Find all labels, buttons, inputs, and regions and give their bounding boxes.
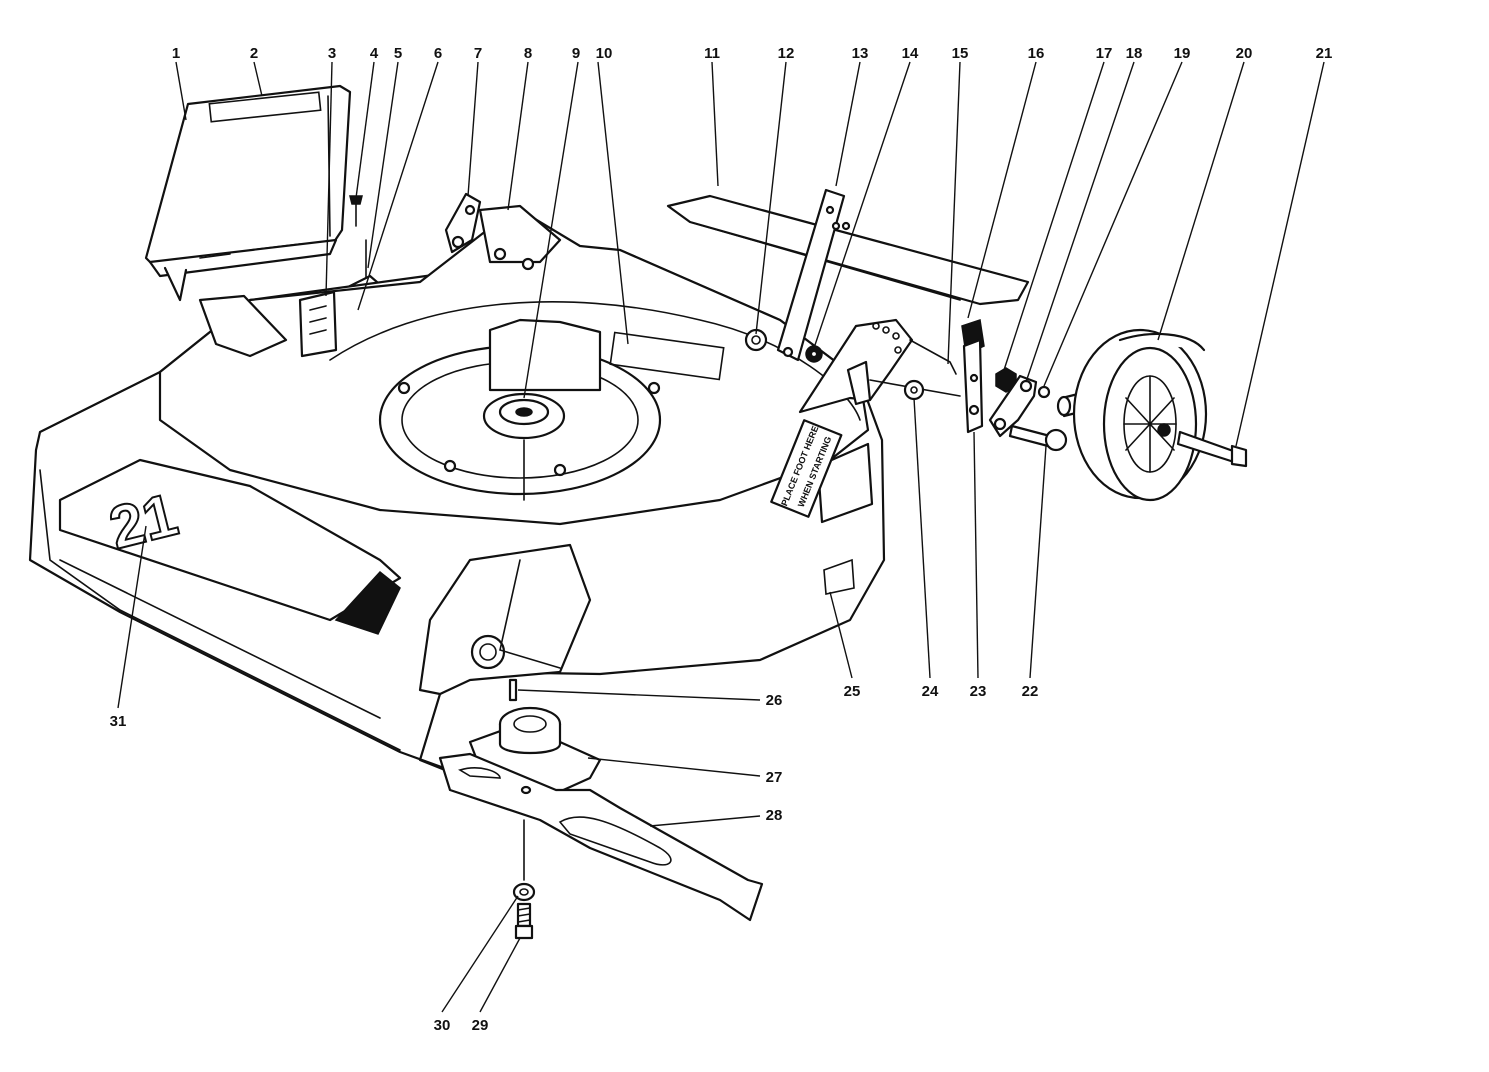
callout-6: 6: [434, 45, 442, 62]
chute-deflector: [144, 84, 352, 302]
callout-13: 13: [852, 45, 869, 62]
callout-16: 16: [1028, 45, 1045, 62]
axle-bracket: [988, 374, 1038, 438]
callout-26: 26: [766, 692, 783, 709]
callout-3: 3: [328, 45, 336, 62]
handle-bracket: [776, 188, 851, 362]
rear-bracket: [444, 192, 482, 254]
callout-17: 17: [1096, 45, 1113, 62]
callout-25: 25: [844, 683, 861, 700]
callout-14: 14: [902, 45, 919, 62]
callout-30: 30: [434, 1017, 451, 1034]
callout-27: 27: [766, 769, 783, 786]
callout-22: 22: [1022, 683, 1039, 700]
blade-bolt-and-washer: [512, 819, 536, 940]
callout-5: 5: [394, 45, 402, 62]
mower-blade: [438, 752, 764, 922]
callout-10: 10: [596, 45, 613, 62]
callout-20: 20: [1236, 45, 1253, 62]
callout-12: 12: [778, 45, 795, 62]
callout-18: 18: [1126, 45, 1143, 62]
callout-29: 29: [472, 1017, 489, 1034]
callout-28: 28: [766, 807, 783, 824]
callout-4: 4: [370, 45, 379, 62]
roll-pin: [508, 678, 518, 702]
spacer-washer: [805, 345, 823, 363]
adjuster-plate: [962, 338, 984, 434]
callout-24: 24: [922, 683, 939, 700]
callout-7: 7: [474, 45, 482, 62]
leader-lines: [117, 61, 1325, 1013]
screw-and-pin: [349, 195, 367, 279]
flat-washer: [903, 379, 925, 401]
wheel: [1072, 328, 1208, 502]
callout-2: 2: [250, 45, 258, 62]
callout-19: 19: [1174, 45, 1191, 62]
mower-deck: PLACE FOOT HERE WHEN STARTING 21: [28, 204, 886, 812]
wheel-bolt: [1176, 430, 1248, 468]
rear-shield: [666, 194, 1030, 306]
callout-15: 15: [952, 45, 969, 62]
callout-9: 9: [572, 45, 580, 62]
callout-11: 11: [704, 45, 720, 62]
axle-bolt: [1008, 424, 1068, 452]
callout-numbers: 1 2 3 4 5 6 7 8 9 10 11 12 13 14 15 16 1…: [110, 45, 1333, 1034]
callout-31: 31: [110, 713, 127, 730]
callout-8: 8: [524, 45, 532, 62]
axle-washer: [1037, 385, 1051, 399]
callout-23: 23: [970, 683, 987, 700]
callout-21: 21: [1316, 45, 1333, 62]
blade-adapter: [468, 706, 602, 798]
callout-1: 1: [172, 45, 180, 62]
